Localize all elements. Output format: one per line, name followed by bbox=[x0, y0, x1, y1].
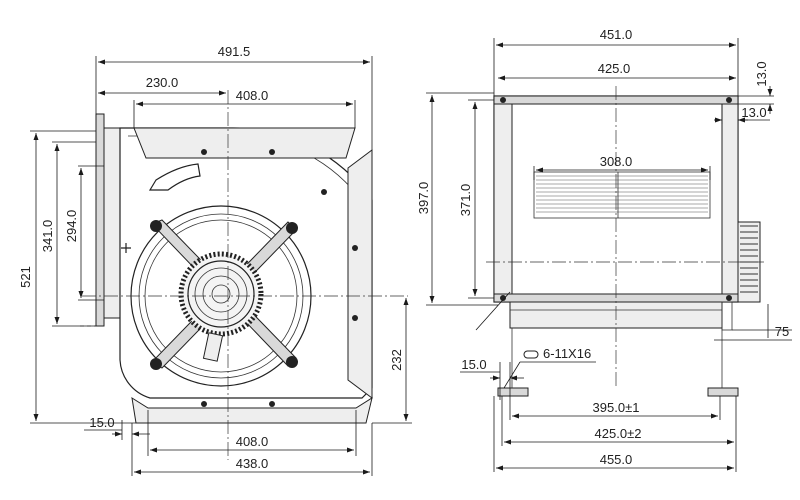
arm-bolt bbox=[150, 220, 162, 232]
bolt-hole bbox=[269, 401, 275, 407]
dim-blade-width: 308.0 bbox=[600, 154, 633, 169]
side-view: 451.0 425.0 13.0 13.0 308.0 39 bbox=[416, 27, 792, 472]
dim-motor-projection: 75 bbox=[775, 324, 789, 339]
left-flange bbox=[493, 95, 513, 303]
side-dimensions: 451.0 425.0 13.0 13.0 308.0 39 bbox=[416, 27, 792, 472]
dim-base-offset: 15.0 bbox=[89, 415, 114, 430]
arm-bolt bbox=[286, 222, 298, 234]
arm-bolt bbox=[150, 358, 162, 370]
arm-bolt bbox=[286, 356, 298, 368]
side-plate bbox=[347, 149, 373, 399]
left-foot bbox=[497, 387, 529, 397]
outlet-duct bbox=[103, 127, 121, 319]
dim-base-width: 438.0 bbox=[236, 456, 269, 471]
dim-center-to-base: 232 bbox=[389, 349, 404, 371]
leader-line bbox=[475, 291, 511, 331]
dim-frame-height: 371.0 bbox=[458, 184, 473, 217]
dim-outlet-height: 341.0 bbox=[40, 220, 55, 253]
bolt-hole bbox=[201, 401, 207, 407]
top-flange bbox=[133, 127, 356, 159]
front-view: 491.5 230.0 408.0 521 341.0 294.0 bbox=[18, 44, 412, 476]
side-housing bbox=[475, 86, 766, 397]
right-foot bbox=[707, 387, 739, 397]
slot-hole-icon bbox=[523, 350, 539, 359]
dim-outlet-inner: 294.0 bbox=[64, 210, 79, 243]
scroll-inner bbox=[128, 135, 365, 380]
dim-overall-height: 521 bbox=[18, 266, 33, 288]
bolt-hole bbox=[352, 315, 358, 321]
mark-plus-icon bbox=[121, 243, 131, 253]
bolt-hole bbox=[269, 149, 275, 155]
dim-overall-base: 455.0 bbox=[600, 452, 633, 467]
bolt-hole bbox=[201, 149, 207, 155]
note-mount-holes: 6-11X16 bbox=[543, 346, 591, 361]
dim-side-overall-width: 451.0 bbox=[600, 27, 633, 42]
dim-left-offset: 15.0 bbox=[461, 357, 486, 372]
dim-flange-side: 13.0 bbox=[741, 105, 766, 120]
dim-frame-width: 425.0 bbox=[598, 61, 631, 76]
base-plate bbox=[131, 396, 373, 424]
front-dimensions: 491.5 230.0 408.0 521 341.0 294.0 bbox=[18, 44, 412, 476]
dim-side-overall-height: 397.0 bbox=[416, 182, 431, 215]
motor bbox=[178, 251, 264, 362]
outlet-flange bbox=[95, 113, 105, 327]
dim-top-flange: 408.0 bbox=[236, 88, 269, 103]
corner-bolt bbox=[500, 97, 506, 103]
cable-gland bbox=[202, 332, 224, 362]
corner-bolt bbox=[726, 295, 732, 301]
corner-bolt bbox=[726, 97, 732, 103]
wheel-blades bbox=[533, 171, 711, 219]
dim-hole-span: 395.0±1 bbox=[593, 400, 640, 415]
dim-bottom-flange: 408.0 bbox=[236, 434, 269, 449]
bolt-hole bbox=[352, 245, 358, 251]
dim-flange-top: 13.0 bbox=[754, 61, 769, 86]
dim-center-offset: 230.0 bbox=[146, 75, 179, 90]
dim-base-span: 425.0±2 bbox=[595, 426, 642, 441]
dim-overall-width: 491.5 bbox=[218, 44, 251, 59]
front-housing bbox=[80, 90, 408, 460]
right-flange bbox=[721, 95, 739, 303]
bolt-hole bbox=[321, 189, 327, 195]
corner-bolt bbox=[500, 295, 506, 301]
